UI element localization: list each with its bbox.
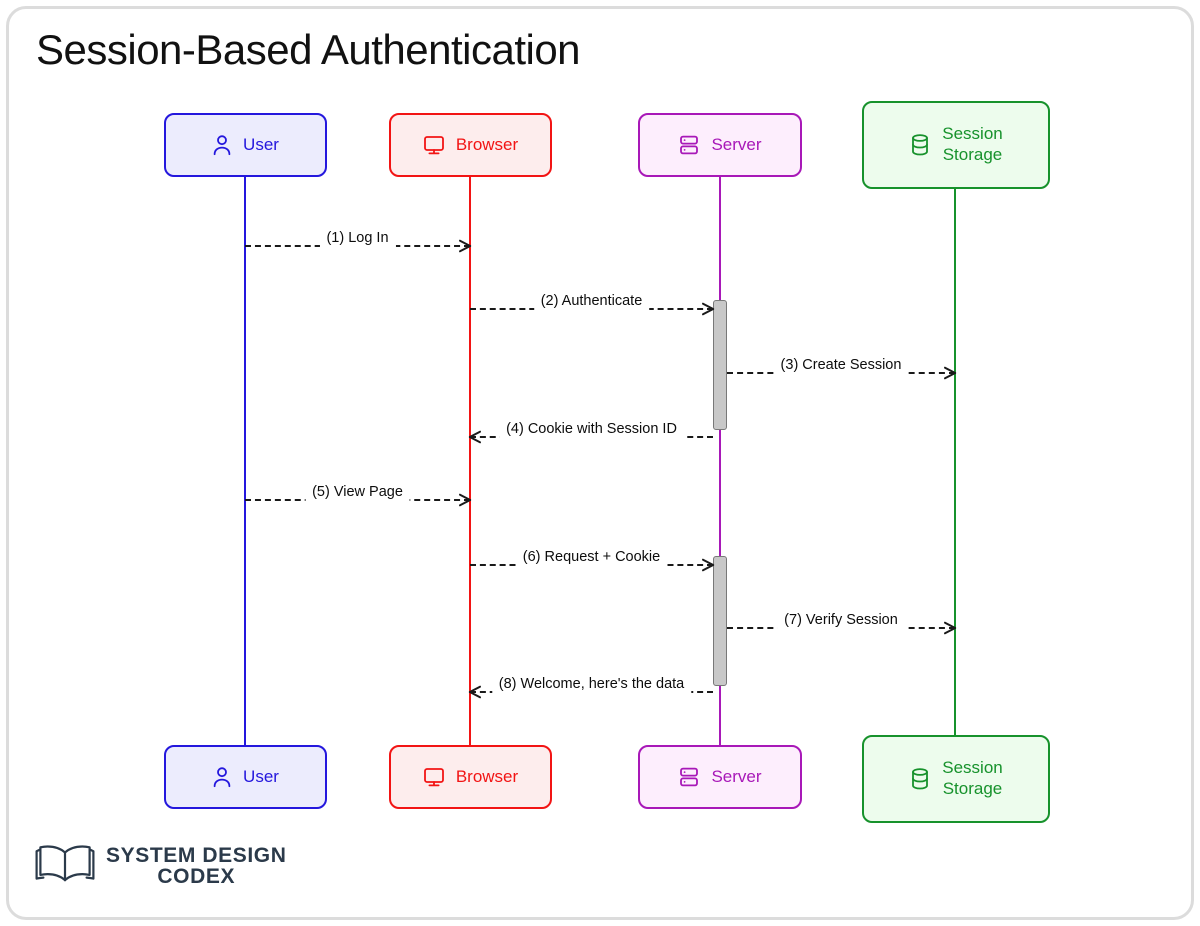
page-title: Session-Based Authentication — [36, 26, 581, 73]
lifeline-browser — [469, 177, 471, 745]
message-5-view-page: (5) View Page — [245, 478, 472, 508]
person-icon — [212, 766, 232, 788]
message-label: (5) View Page — [305, 484, 410, 501]
message-label: (3) Create Session — [773, 357, 909, 374]
message-label: (4) Cookie with Session ID — [499, 421, 684, 438]
arrowhead-left-icon — [468, 685, 481, 699]
arrowhead-right-icon — [459, 239, 472, 253]
database-icon — [909, 767, 931, 791]
participant-box-server-bottom[interactable]: Server — [638, 745, 802, 809]
database-icon — [909, 133, 931, 157]
participant-box-user-bottom[interactable]: User — [164, 745, 327, 809]
participant-box-browser-top[interactable]: Browser — [389, 113, 552, 177]
participant-label-server-top: Server — [711, 134, 762, 154]
participant-box-session-storage-bottom[interactable]: Session Storage — [862, 735, 1050, 823]
arrowhead-right-icon — [459, 493, 472, 507]
arrowhead-right-icon — [944, 621, 957, 635]
participant-box-session-storage-top[interactable]: Session Storage — [862, 101, 1050, 189]
monitor-icon — [423, 134, 445, 156]
arrowhead-right-icon — [702, 558, 715, 572]
brand-logo-line1: SYSTEM DESIGN — [106, 843, 287, 867]
message-8-welcome-heres-the-data: (8) Welcome, here's the data — [468, 670, 713, 700]
participant-label-session-storage-bottom: Session Storage — [942, 758, 1003, 798]
participant-label-session-storage-top: Session Storage — [942, 124, 1003, 164]
server-rack-icon — [678, 134, 700, 156]
message-2-authenticate: (2) Authenticate — [470, 287, 715, 317]
participant-box-server-top[interactable]: Server — [638, 113, 802, 177]
arrowhead-right-icon — [702, 302, 715, 316]
message-6-request-plus-cookie: (6) Request + Cookie — [470, 543, 715, 573]
open-book-icon — [34, 840, 96, 891]
participant-label-browser-bottom: Browser — [455, 766, 519, 786]
message-3-create-session: (3) Create Session — [727, 351, 957, 381]
monitor-icon — [423, 766, 445, 788]
activation-bar-server-2 — [713, 556, 727, 686]
person-icon — [212, 134, 232, 156]
arrowhead-right-icon — [944, 366, 957, 380]
activation-bar-server-1 — [713, 300, 727, 430]
message-7-verify-session: (7) Verify Session — [727, 606, 957, 636]
brand-logo-line2: CODEX — [157, 864, 236, 888]
message-label: (8) Welcome, here's the data — [491, 676, 692, 693]
lifeline-session-storage — [954, 189, 956, 735]
lifeline-user — [244, 177, 246, 745]
participant-box-user-top[interactable]: User — [164, 113, 327, 177]
message-label: (7) Verify Session — [777, 612, 905, 629]
server-rack-icon — [678, 766, 700, 788]
message-label: (6) Request + Cookie — [515, 549, 668, 566]
participant-label-server-bottom: Server — [711, 766, 762, 786]
brand-logo: SYSTEM DESIGN CODEX — [34, 840, 287, 891]
brand-logo-text: SYSTEM DESIGN CODEX — [106, 845, 287, 887]
participant-label-user-top: User — [243, 134, 279, 154]
message-label: (2) Authenticate — [533, 293, 650, 310]
participant-label-user-bottom: User — [243, 766, 279, 786]
arrowhead-left-icon — [468, 430, 481, 444]
lifeline-server — [719, 177, 721, 745]
participant-label-browser-top: Browser — [455, 134, 519, 154]
participant-box-browser-bottom[interactable]: Browser — [389, 745, 552, 809]
message-1-log-in: (1) Log In — [245, 224, 472, 254]
message-4-cookie-with-session-id: (4) Cookie with Session ID — [468, 415, 713, 445]
message-label: (1) Log In — [319, 230, 396, 247]
